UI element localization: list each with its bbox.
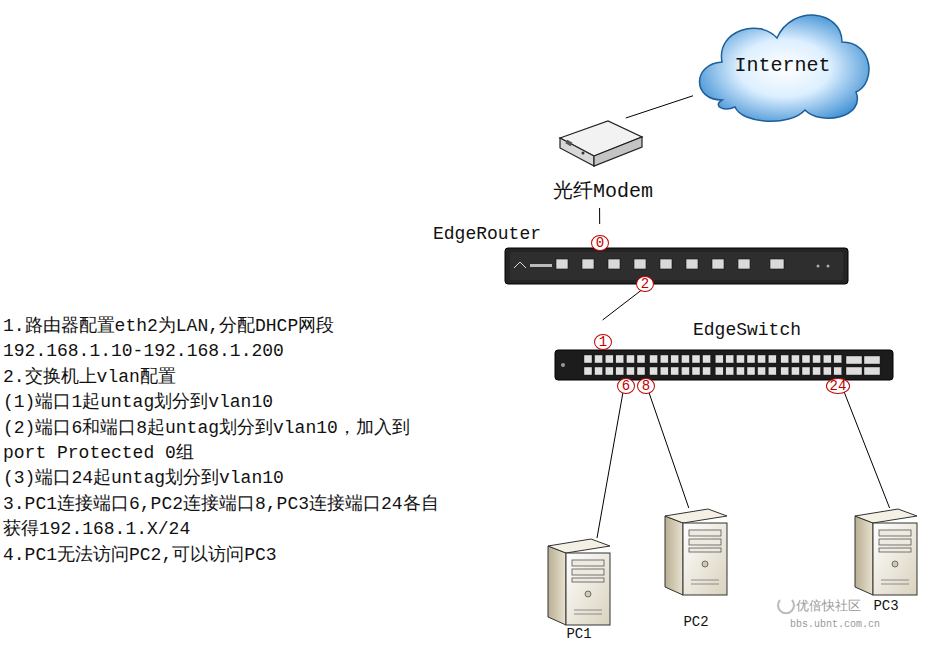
note-text: 3.PC1连接端口6,PC2连接端口8,PC3连接端口24各自 [3, 494, 439, 515]
note-text: (3)端口24起untag划分到vlan10 [3, 468, 284, 489]
note-text: 2.交换机上vlan配置 [3, 367, 176, 388]
note-text: (1)端口1起untag划分到vlan10 [3, 392, 273, 413]
device-node: EdgeSwitch [553, 320, 895, 382]
cable-line [597, 382, 625, 538]
device-node: Internet [693, 2, 872, 127]
note-text: 1.路由器配置eth2为LAN,分配DHCP网段 [3, 316, 334, 337]
cable-line [599, 208, 600, 224]
note-text: 获得192.168.1.X/24 [3, 519, 190, 540]
callout-number: 2 [636, 276, 654, 292]
device-label: EdgeSwitch [693, 320, 801, 341]
callout-number: 6 [617, 378, 635, 394]
device-label: Internet [693, 54, 872, 77]
device-node: 光纤Modem [546, 118, 660, 208]
cable-line [840, 382, 889, 508]
note-text: 192.168.1.10-192.168.1.200 [3, 341, 284, 362]
device-label: PC1 [543, 626, 615, 642]
device-node: PC3 [850, 508, 922, 614]
note-text: (2)端口6和端口8起untag划分到vlan10，加入到 [3, 418, 410, 439]
device-node: PC2 [660, 508, 732, 632]
device-node: PC1 [543, 538, 615, 644]
callout-number: 24 [826, 378, 851, 394]
cable-line [603, 288, 645, 320]
cable-line [626, 96, 693, 118]
device-label: 光纤Modem [546, 180, 660, 203]
callout-number: 8 [637, 378, 655, 394]
callout-number: 1 [594, 334, 612, 350]
device-label: PC2 [660, 614, 732, 630]
cable-line [645, 382, 688, 508]
watermark: 优倍快社区 [796, 600, 861, 615]
note-text: port Protected 0组 [3, 443, 194, 464]
note-text: 4.PC1无法访问PC2,可以访问PC3 [3, 545, 277, 566]
watermark: bbs.ubnt.com.cn [790, 619, 880, 631]
callout-number: 0 [591, 235, 609, 251]
device-label: EdgeRouter [433, 224, 541, 245]
